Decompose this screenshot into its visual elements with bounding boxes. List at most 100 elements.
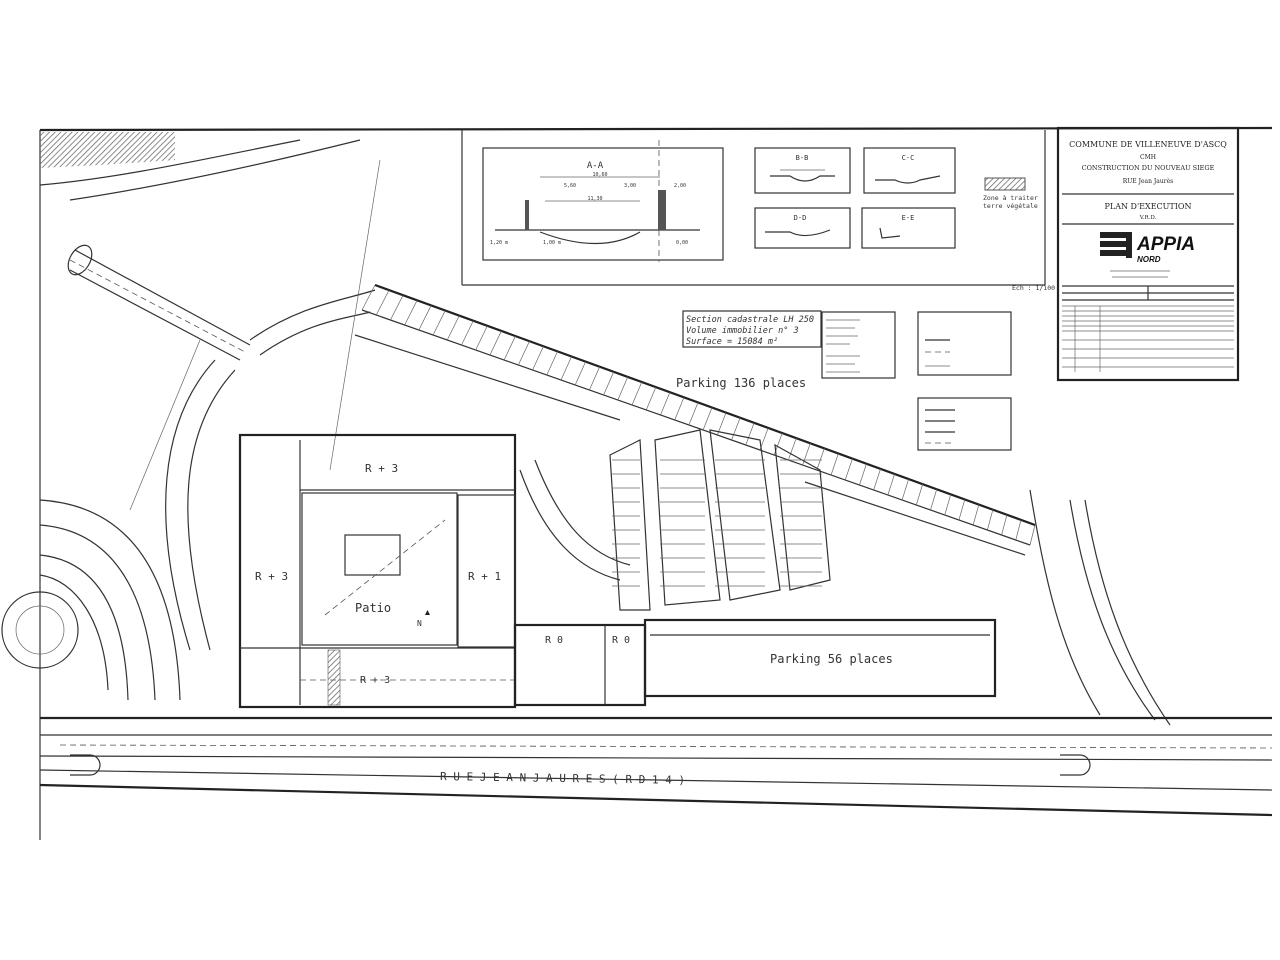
- r0-a-label: R 0: [545, 635, 563, 646]
- parking-stall-line: [816, 448, 825, 471]
- section-ee: E-E: [861, 207, 956, 249]
- parking-stall-line: [446, 315, 460, 341]
- ground-floor-block: R 0 R 0: [513, 623, 647, 707]
- parking-stall-line: [461, 320, 474, 346]
- parking-stall-line: [660, 392, 671, 416]
- svg-text:2,00: 2,00: [674, 183, 686, 189]
- parking-stall-line: [802, 443, 811, 466]
- section-aa: A-A 10,60 5,60 3,00 2,00 11,30 1,20 m 1,…: [482, 140, 724, 262]
- north-label: N: [417, 619, 422, 628]
- parking-stall-line: [972, 504, 980, 526]
- parking-stall-line: [603, 371, 615, 396]
- parking-stall-line: [745, 422, 755, 446]
- parking-stall-line: [518, 341, 530, 366]
- rue-jean-jaures: R U E J E A N J A U R E S ( R D 1 4 ): [39, 716, 1273, 817]
- svg-text:terre végétale: terre végétale: [983, 202, 1038, 210]
- network-legend: [917, 311, 1012, 451]
- street-name-label: R U E J E A N J A U R E S ( R D 1 4 ): [440, 770, 685, 787]
- parking-stall-line: [788, 438, 797, 461]
- svg-text:Section cadastrale LH 250: Section cadastrale LH 250: [686, 315, 814, 325]
- svg-text:10,60: 10,60: [592, 172, 607, 178]
- parking-stall-line: [987, 509, 994, 531]
- parking-stall-line: [645, 386, 657, 411]
- parking-stall-line: [702, 407, 713, 431]
- curved-ramp: [519, 469, 621, 581]
- parking-stall-line: [958, 499, 966, 521]
- parking-stall-line: [887, 473, 895, 496]
- inner-parking-rows: [609, 429, 831, 611]
- svg-text:APPIA: APPIA: [1136, 234, 1195, 255]
- svg-text:COMMUNE DE VILLENEUVE D'ASCQ: COMMUNE DE VILLENEUVE D'ASCQ: [1069, 140, 1227, 149]
- parking-stall-line: [404, 300, 418, 326]
- appia-logo: APPIA NORD: [1100, 232, 1195, 264]
- parking-136-strip: Parking 136 places: [354, 283, 1036, 556]
- title-block: COMMUNE DE VILLENEUVE D'ASCQ CMH CONSTRU…: [1056, 126, 1240, 382]
- north-arrow-icon: [425, 610, 430, 615]
- svg-text:B-B: B-B: [796, 154, 809, 162]
- svg-text:Zone à traiter: Zone à traiter: [983, 194, 1038, 202]
- parking-stall-line: [361, 284, 376, 311]
- svg-text:11,30: 11,30: [587, 196, 602, 202]
- parking-stall-line: [546, 351, 558, 376]
- plan-title: PLAN D'EXECUTION: [1105, 202, 1192, 211]
- r0-b-label: R 0: [612, 635, 630, 646]
- parking-stall-line: [574, 361, 586, 386]
- rue-east: [1029, 489, 1171, 726]
- parking-stall-line: [617, 376, 629, 401]
- parking-stall-line: [532, 346, 544, 371]
- parking-stall-line: [688, 402, 699, 426]
- parking-stall-line: [375, 289, 390, 316]
- main-building: R + 3 R + 3 R + 1 R + 3 Patio N: [238, 433, 517, 709]
- section-bb: B-B: [754, 147, 851, 194]
- section-aa-label: A-A: [587, 161, 604, 171]
- top-left-hatched-zone: [39, 132, 361, 201]
- parking-stall-line: [489, 330, 502, 356]
- cadastre-box: Section cadastrale LH 250 Volume immobil…: [682, 310, 896, 379]
- parking-stall-line: [944, 494, 952, 516]
- parking-stall-line: [432, 310, 446, 336]
- parking-stall-line: [915, 484, 923, 506]
- svg-text:Surface = 15084 m²: Surface = 15084 m²: [686, 337, 778, 347]
- svg-text:CMH: CMH: [1140, 154, 1156, 161]
- r1-label: R + 1: [468, 570, 501, 583]
- parking-stall-line: [844, 458, 853, 481]
- parking-stall-line: [859, 463, 867, 486]
- svg-text:D-D: D-D: [794, 214, 807, 222]
- parking-stall-line: [589, 366, 601, 391]
- svg-text:RUE Jean Jaurès: RUE Jean Jaurès: [1123, 178, 1174, 185]
- parking-stall-line: [1029, 524, 1036, 546]
- svg-text:C-C: C-C: [902, 154, 915, 162]
- svg-text:3,00: 3,00: [624, 183, 636, 189]
- parking-56-label: Parking 56 places: [770, 652, 893, 666]
- svg-text:0,00: 0,00: [676, 240, 688, 246]
- parking-stall-line: [674, 397, 685, 421]
- svg-text:Volume immobilier n° 3: Volume immobilier n° 3: [686, 326, 799, 336]
- parking-stall-line: [390, 295, 404, 321]
- section-dd: D-D: [754, 207, 851, 249]
- access-path: [67, 159, 381, 511]
- svg-text:V.R.D.: V.R.D.: [1139, 215, 1157, 221]
- parking-stall-line: [418, 305, 432, 331]
- parking-stall-line: [731, 417, 741, 441]
- svg-text:NORD: NORD: [1137, 255, 1161, 264]
- parking-56-area: Parking 56 places: [643, 618, 997, 698]
- section-cc: C-C: [863, 147, 956, 194]
- zone-legend: Zone à traiter terre végétale Ech : 1/10…: [983, 177, 1055, 292]
- parking-stall-line: [901, 478, 909, 501]
- drawing-frame: [39, 126, 1273, 840]
- svg-text:E-E: E-E: [902, 214, 915, 222]
- parking-stall-line: [560, 356, 572, 381]
- parking-stall-line: [1001, 514, 1008, 536]
- parking-stall-line: [930, 489, 938, 511]
- patio-label: Patio: [355, 601, 391, 615]
- r3-top-label: R + 3: [365, 462, 398, 475]
- svg-text:1,00 m: 1,00 m: [543, 240, 561, 246]
- scale-label: Ech : 1/100: [1012, 284, 1055, 292]
- parking-stall-line: [475, 325, 488, 351]
- r3-left-label: R + 3: [255, 570, 288, 583]
- svg-text:1,20 m: 1,20 m: [490, 240, 508, 246]
- parking-stall-line: [830, 453, 839, 476]
- parking-stall-line: [1015, 519, 1022, 541]
- roundabout: [1, 359, 236, 701]
